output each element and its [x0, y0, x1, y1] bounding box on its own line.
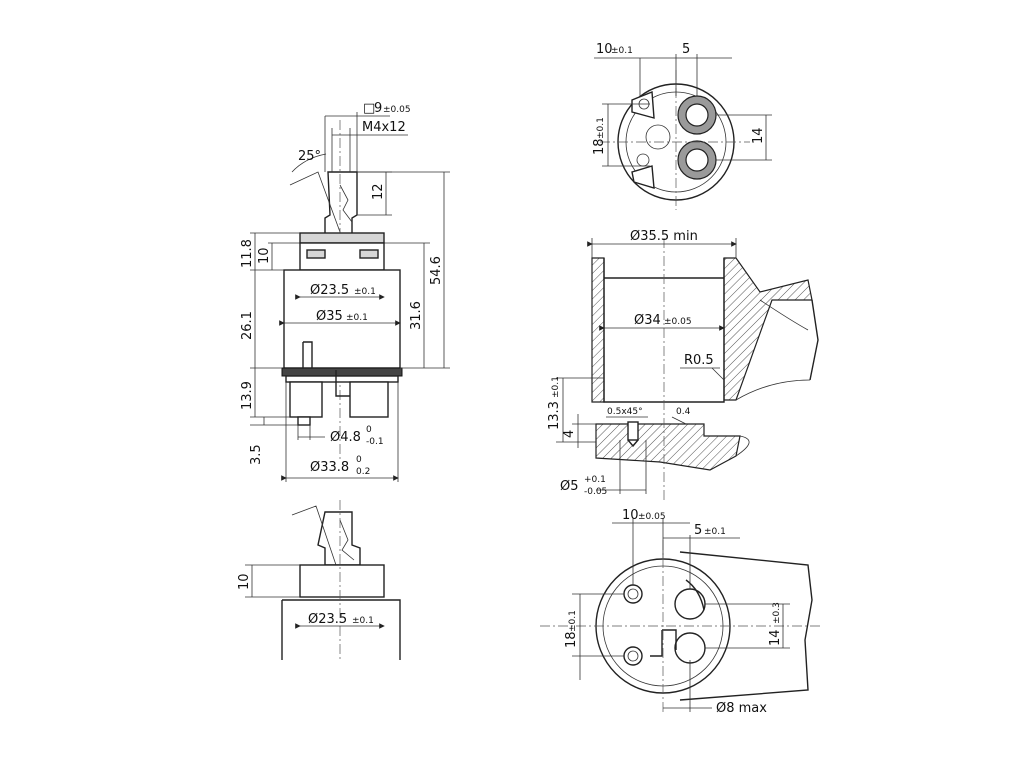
dim-seat-14: 14 — [768, 629, 783, 646]
dim-lower-10: 10 — [237, 573, 252, 590]
dim-gap: 0.4 — [676, 407, 691, 417]
lower-side-view: 10 Ø23.5 ±0.1 — [237, 500, 401, 660]
lower-body — [281, 599, 401, 660]
dim-13-3: 13.3 — [547, 401, 562, 430]
key-lower — [631, 165, 655, 189]
dim-bottom-5: 5 — [682, 42, 690, 57]
seat-hole-upper — [623, 584, 643, 604]
key-upper — [631, 90, 655, 119]
dim-d33-8-low: 0.2 — [356, 467, 370, 477]
pin — [297, 416, 311, 426]
dim-31-6: 31.6 — [409, 301, 424, 330]
dim-54-6: 54.6 — [429, 256, 444, 285]
seat-hole-lower — [623, 646, 643, 666]
dim-seat-10-tol: ±0.05 — [638, 512, 666, 522]
dim-d33-8: Ø33.8 — [310, 460, 349, 475]
wall-right — [723, 257, 813, 401]
dim-square-tol: ±0.05 — [383, 105, 411, 115]
wall-left — [591, 257, 605, 403]
dim-seat-5: 5 — [694, 523, 702, 538]
stem-tilted — [289, 171, 341, 233]
dim-bottom-18-tol: ±0.1 — [596, 117, 606, 139]
dim-d5-low: -0.05 — [584, 487, 607, 497]
dim-chamfer: 0.5x45° — [607, 407, 643, 417]
dim-bottom-18: 18 — [592, 138, 607, 155]
dim-stem-12: 12 — [371, 183, 386, 200]
side-view: □ 9 ±0.05 M4x12 25° 12 11.8 10 54.6 31.6 — [240, 101, 450, 482]
dim-d35-5-min: Ø35.5 min — [630, 229, 698, 244]
dim-d35: Ø35 — [316, 309, 343, 324]
dim-thread: M4x12 — [362, 120, 406, 135]
section-view: Ø35.5 min Ø34 ±0.05 R0.5 13.3 ±0.1 4 0.5… — [547, 229, 819, 500]
port-center — [645, 124, 671, 150]
body-key — [302, 341, 313, 368]
cartridge-body — [283, 269, 401, 369]
seat-housing — [679, 551, 813, 701]
dim-d4-8-up: 0 — [366, 425, 372, 435]
dim-10: 10 — [257, 247, 272, 264]
dim-13-3-tol: ±0.1 — [551, 376, 561, 398]
dim-4: 4 — [562, 430, 577, 438]
dim-bottom-14: 14 — [751, 127, 766, 144]
dim-seat-d8: Ø8 max — [716, 701, 767, 716]
dim-lower-d23-5: Ø23.5 — [308, 612, 347, 627]
dim-d5: Ø5 — [560, 479, 579, 494]
leg-right — [349, 381, 389, 418]
cap-top — [299, 232, 385, 244]
cap-notch-left — [306, 249, 326, 259]
dim-square-symbol: □ — [363, 101, 375, 116]
lower-stem — [317, 511, 361, 566]
cap-notch-right — [359, 249, 379, 259]
dim-11-8: 11.8 — [240, 239, 255, 268]
dim-seat-14-tol: ±0.3 — [772, 602, 782, 624]
dim-angle: 25° — [298, 149, 321, 164]
leg-left — [289, 381, 323, 418]
lower-cap — [299, 564, 385, 598]
dim-lower-d23-5-tol: ±0.1 — [352, 616, 374, 626]
seat-port-lower — [674, 632, 706, 664]
dim-d4-8: Ø4.8 — [330, 430, 361, 445]
seat-base — [595, 423, 741, 471]
seat-view: 10 ±0.05 5 ±0.1 18 ±0.1 14 ±0.3 Ø8 max — [540, 508, 820, 716]
dim-3-5: 3.5 — [249, 444, 264, 465]
dim-d34-tol: ±0.05 — [664, 317, 692, 327]
dim-13-9: 13.9 — [240, 381, 255, 410]
dim-square-9: 9 — [374, 101, 382, 116]
dim-d34: Ø34 — [634, 313, 661, 328]
dim-seat-18: 18 — [564, 631, 579, 648]
leg-inner — [335, 370, 350, 397]
dim-bottom-10: 10 — [596, 42, 613, 57]
dim-d5-up: +0.1 — [584, 475, 606, 485]
dim-r0-5: R0.5 — [684, 353, 714, 368]
seat-port-upper — [674, 588, 706, 620]
dim-bottom-10-tol: ±0.1 — [611, 46, 633, 56]
dim-26-1: 26.1 — [240, 311, 255, 340]
ring-base — [285, 375, 399, 383]
o-ring — [281, 367, 403, 377]
bottom-view: 10 ±0.1 5 18 ±0.1 14 — [592, 42, 772, 210]
dim-seat-10: 10 — [622, 508, 639, 523]
dim-d23-5: Ø23.5 — [310, 283, 349, 298]
dim-d35-tol: ±0.1 — [346, 313, 368, 323]
dim-seat-5-tol: ±0.1 — [704, 527, 726, 537]
seat-pin-hole — [627, 421, 639, 441]
dim-seat-18-tol: ±0.1 — [568, 610, 578, 632]
dim-d23-5-tol: ±0.1 — [354, 287, 376, 297]
dim-d33-8-up: 0 — [356, 455, 362, 465]
dim-d4-8-low: -0.1 — [366, 437, 384, 447]
stem-break — [339, 184, 353, 223]
